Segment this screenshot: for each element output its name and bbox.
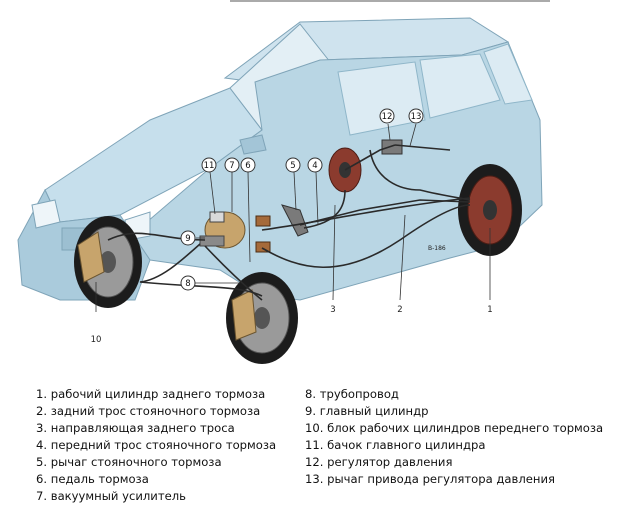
legend-item: 9. главный цилиндр xyxy=(305,404,429,418)
callout-label: 7 xyxy=(229,161,234,171)
car-side-window-front xyxy=(337,61,426,136)
legend-item: 5. рычаг стояночного тормоза xyxy=(36,455,222,469)
diagram-code: B-186 xyxy=(428,245,446,252)
callout-8: 8 xyxy=(180,275,196,291)
callout-12: 12 xyxy=(379,108,395,124)
legend-item: 8. трубопровод xyxy=(305,387,399,401)
callout-label: 5 xyxy=(290,161,295,171)
legend-item: 13. рычаг привода регулятора давления xyxy=(305,472,555,486)
legend-item: 12. регулятор давления xyxy=(305,455,453,469)
legend-item: 1. рабочий цилиндр заднего тормоза xyxy=(36,387,266,401)
legend-item: 6. педаль тормоза xyxy=(36,472,149,486)
rear-right-wheel xyxy=(458,164,522,256)
brake-system-diagram: 11 7 6 5 4 12 13 9 8 10 3 2 1 B-186 xyxy=(17,0,550,364)
front-left-caliper xyxy=(77,231,105,283)
callout-11: 11 xyxy=(201,157,217,173)
legend-right: 8. трубопровод 9. главный цилиндр 10. бл… xyxy=(305,386,603,488)
callout-label: 6 xyxy=(245,161,250,171)
car-side-window-rear xyxy=(419,53,501,119)
side-mirror xyxy=(239,134,267,155)
pressure-regulator xyxy=(381,139,403,155)
brake-lines xyxy=(107,144,471,301)
callout-4: 4 xyxy=(307,157,323,173)
legend-item: 11. бачок главного цилиндра xyxy=(305,438,486,452)
legend-item: 2. задний трос стояночного тормоза xyxy=(36,404,261,418)
label-10: 10 xyxy=(91,335,102,345)
callout-label: 11 xyxy=(204,161,215,171)
label-3: 3 xyxy=(330,305,335,315)
car-body xyxy=(17,17,543,301)
legend-item: 3. направляющая заднего троса xyxy=(36,421,235,435)
callout-9: 9 xyxy=(180,230,196,246)
callout-6: 6 xyxy=(240,157,256,173)
callout-7: 7 xyxy=(224,157,240,173)
callout-label: 12 xyxy=(382,112,393,122)
callout-label: 4 xyxy=(312,161,317,171)
reservoir xyxy=(209,211,225,223)
headlight-left xyxy=(31,199,61,229)
front-cylinder-block xyxy=(255,215,271,227)
front-left-wheel xyxy=(74,216,142,308)
callout-label: 8 xyxy=(185,279,190,289)
legend-item: 4. передний трос стояночного тормоза xyxy=(36,438,277,452)
car-rear-window xyxy=(483,43,533,105)
label-2: 2 xyxy=(397,305,402,315)
callout-label: 9 xyxy=(185,234,190,244)
legend-left: 1. рабочий цилиндр заднего тормоза 2. за… xyxy=(36,386,276,505)
front-right-caliper xyxy=(231,289,257,341)
callout-label: 13 xyxy=(411,112,422,122)
front-right-wheel xyxy=(226,272,298,364)
legend-item: 7. вакуумный усилитель xyxy=(36,489,186,503)
legend-item: 10. блок рабочих цилиндров переднего тор… xyxy=(305,421,604,435)
callout-5: 5 xyxy=(285,157,301,173)
brake-components xyxy=(199,139,403,253)
callout-13: 13 xyxy=(408,108,424,124)
label-1: 1 xyxy=(487,305,492,315)
master-cylinder xyxy=(199,235,225,247)
leader-lines xyxy=(95,123,491,312)
